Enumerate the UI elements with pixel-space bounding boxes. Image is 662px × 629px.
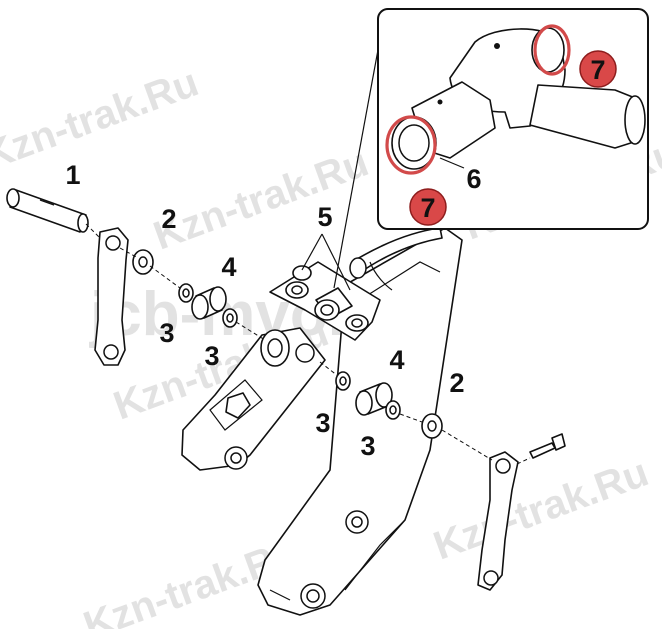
main-arm (257, 227, 463, 616)
lower-link (181, 327, 326, 471)
part-5-leaders (301, 11, 386, 291)
part-label-3: 3 (360, 431, 375, 461)
bolt (529, 433, 566, 459)
left-washer-stack (132, 249, 238, 328)
badge-7-top: 7 (579, 50, 617, 88)
right-washer-stack (335, 371, 443, 439)
seal-ring-bottom (385, 115, 437, 175)
part-label-6: 6 (466, 164, 481, 194)
part-label-2-left: 2 (161, 204, 176, 234)
part-label-3: 3 (204, 341, 219, 371)
part-label-2-right: 2 (449, 368, 464, 398)
pin (6, 188, 89, 233)
part-label-4-right: 4 (389, 345, 404, 375)
badge-label: 7 (590, 55, 605, 85)
part-labels: 1 2 4 3 3 5 4 2 3 3 (65, 160, 464, 461)
watermark-text: Kzn-trak.Ru (0, 60, 204, 178)
right-link-rod (477, 451, 519, 591)
part-label-5: 5 (317, 202, 332, 232)
detail-inset: 7 7 6 (377, 8, 649, 230)
watermark-text: Kzn-trak.Ru (428, 450, 654, 568)
part-label-3: 3 (315, 408, 330, 438)
seal-ring-top (533, 24, 571, 76)
assembly-lines (85, 223, 531, 465)
part-label-1: 1 (65, 160, 80, 190)
badge-7-bottom: 7 (409, 188, 447, 226)
badge-label: 7 (420, 193, 435, 223)
hydraulic-hose (349, 227, 443, 291)
left-link-rod (94, 227, 129, 366)
part-label-3: 3 (159, 318, 174, 348)
part-label-4-left: 4 (221, 252, 236, 282)
bracket (269, 261, 381, 341)
watermark-text: Kzn-trak.Ru (148, 140, 374, 258)
